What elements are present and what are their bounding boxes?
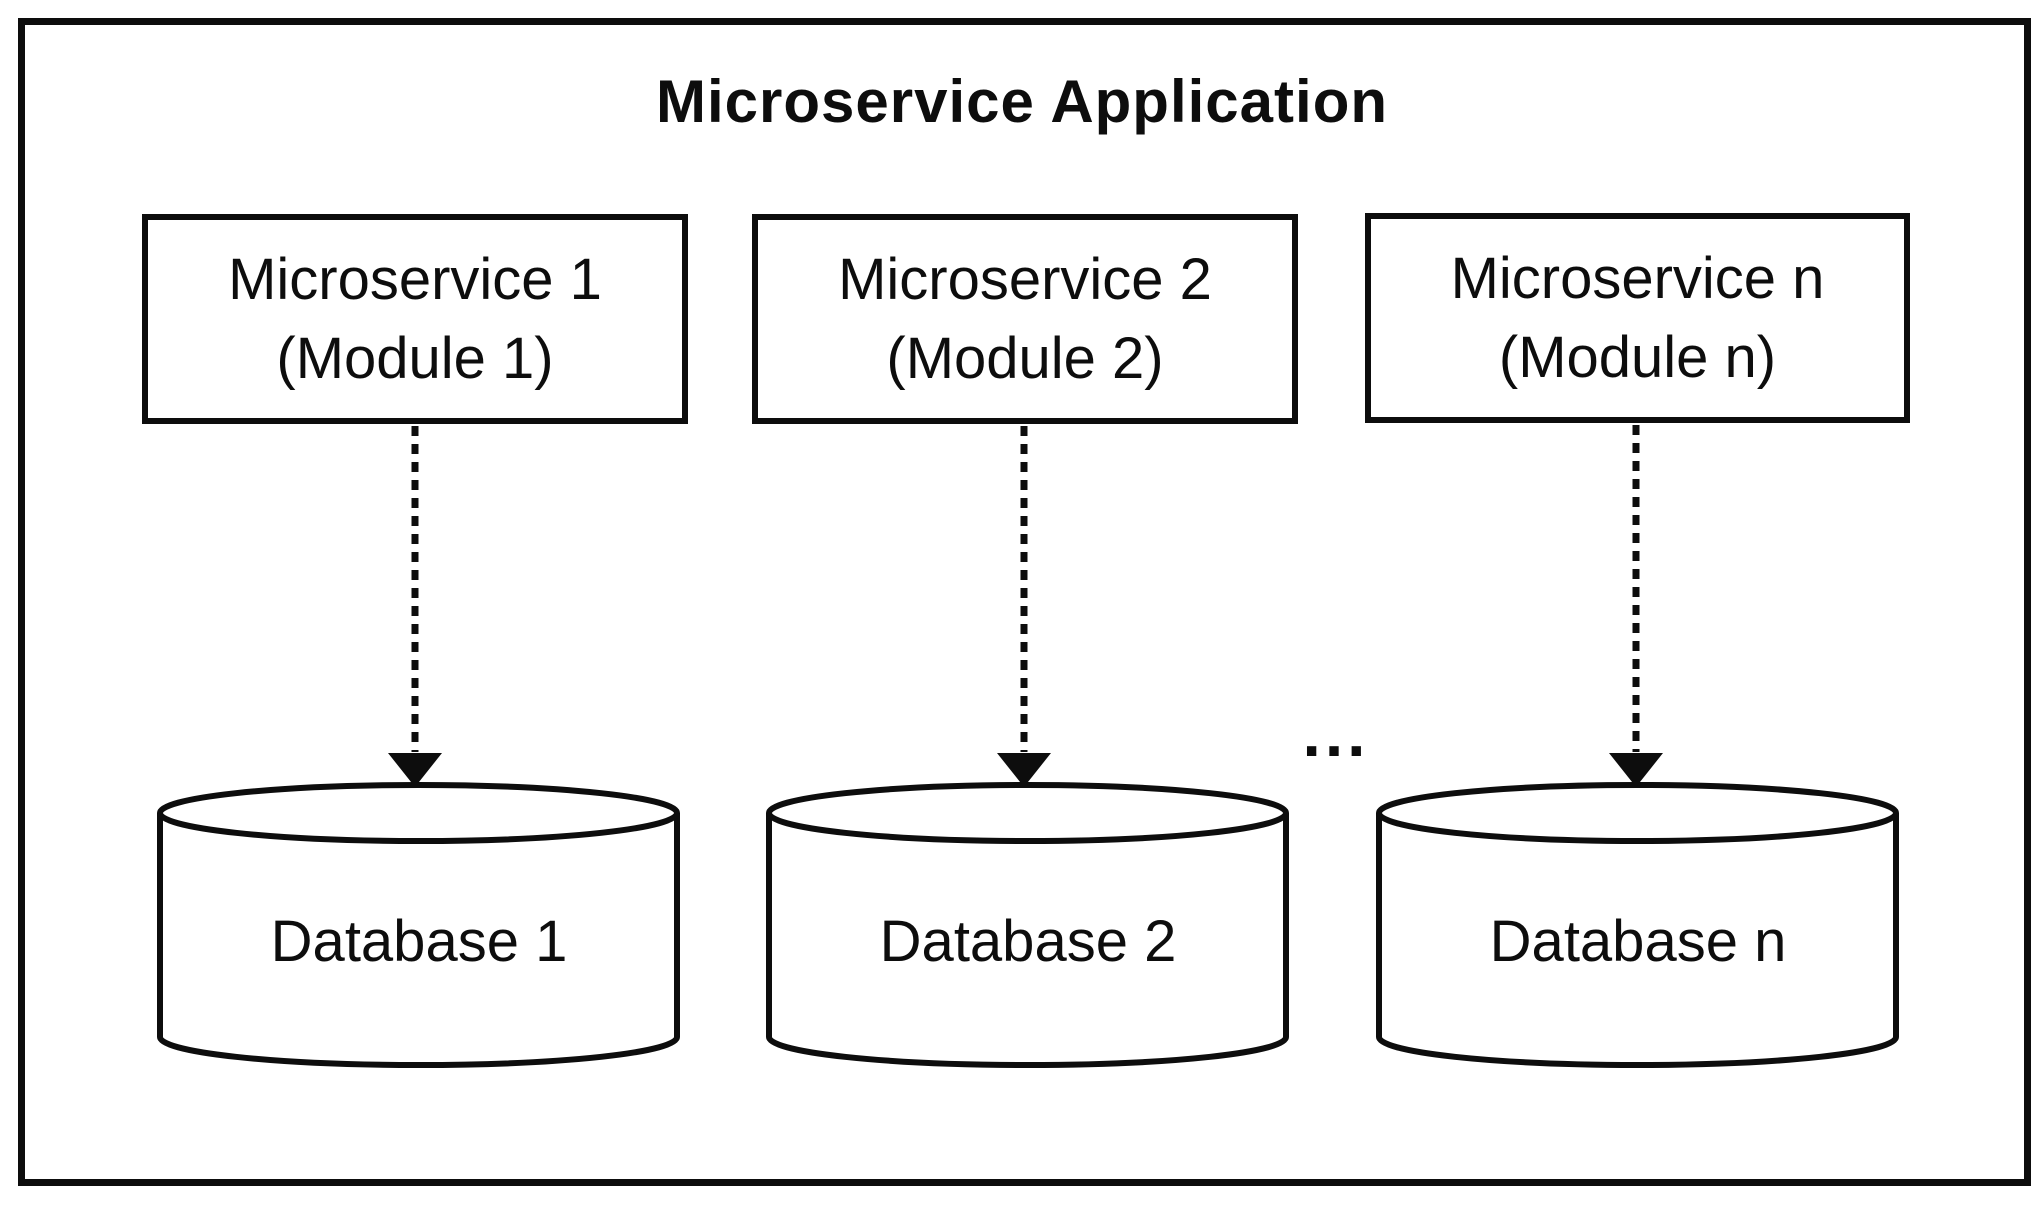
microservice-2-module: (Module 2) <box>886 326 1164 391</box>
arrow-2-head-icon <box>997 753 1051 787</box>
more-databases-ellipsis: ... <box>1302 696 1370 770</box>
microservice-1-box: Microservice 1 (Module 1) <box>142 214 688 424</box>
microservice-1-name: Microservice 1 <box>228 247 602 312</box>
figure-title: Microservice Application <box>656 68 1388 135</box>
database-1-label: Database 1 <box>270 909 568 974</box>
microservice-n-name: Microservice n <box>1450 246 1825 311</box>
microservice-2-box: Microservice 2 (Module 2) <box>752 214 1298 424</box>
database-n-label: Database n <box>1489 909 1787 974</box>
figure-outer-border <box>18 18 2031 1186</box>
connector-servicen-databasen <box>1609 425 1663 787</box>
database-2-label: Database 2 <box>879 909 1177 974</box>
microservice-n-module: (Module n) <box>1498 325 1777 390</box>
arrow-n-head-icon <box>1609 753 1663 787</box>
database-2-cylinder <box>766 782 1289 1068</box>
connector-service2-database2 <box>997 426 1051 787</box>
microservice-2-name: Microservice 2 <box>838 247 1212 312</box>
arrow-1-head-icon <box>388 753 442 787</box>
connector-service1-database1 <box>388 426 442 787</box>
database-1-cylinder <box>157 782 680 1068</box>
microservice-n-box: Microservice n (Module n) <box>1365 213 1910 423</box>
microservice-1-module: (Module 1) <box>276 326 554 391</box>
